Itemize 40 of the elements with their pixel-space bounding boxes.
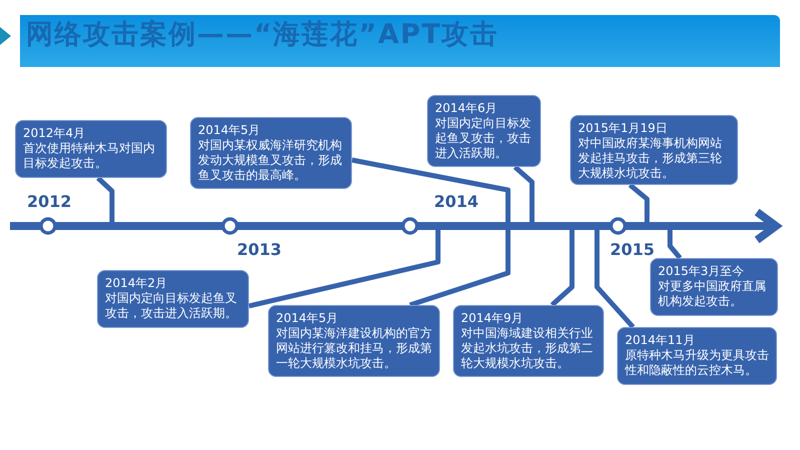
event-date: 2014年5月 bbox=[198, 123, 262, 138]
leader-line bbox=[409, 227, 510, 308]
event-callout bbox=[268, 305, 440, 377]
event-callout bbox=[15, 120, 167, 178]
event-description: 对国内某海洋建设机构的官方网站进行篡改和挂马，形成第一轮大规模水坑攻击。 bbox=[276, 326, 432, 371]
event-date: 2014年5月 bbox=[276, 311, 340, 326]
event-callout bbox=[190, 117, 352, 189]
event-date: 2015年1月19日 bbox=[578, 121, 668, 136]
event-callout bbox=[427, 95, 541, 167]
event-date: 2014年2月 bbox=[105, 276, 168, 291]
event-callout bbox=[650, 258, 778, 316]
event-description: 对国内某权威海洋研究机构发动大规模鱼叉攻击，形成鱼叉攻击的最高峰。 bbox=[198, 138, 343, 183]
leader-line bbox=[352, 158, 510, 225]
leader-line bbox=[594, 227, 635, 329]
event-callout bbox=[453, 305, 604, 377]
event-date: 2014年11月 bbox=[625, 333, 696, 348]
event-description: 原特种木马升级为更具攻击性和隐蔽性的云控木马。 bbox=[625, 348, 769, 378]
event-description: 首次使用特种木马对国内目标发起攻击。 bbox=[23, 141, 156, 171]
leader-line bbox=[513, 165, 534, 225]
leader-line bbox=[628, 183, 650, 225]
event-date: 2014年6月 bbox=[435, 101, 498, 116]
event-description: 对更多中国政府直属机构发起攻击。 bbox=[658, 279, 767, 309]
event-description: 对中国政府某海事机构网站发起挂马攻击，形成第三轮大规模水坑攻击。 bbox=[578, 136, 723, 181]
event-date: 2012年4月 bbox=[23, 126, 86, 141]
leader-line bbox=[668, 227, 682, 260]
event-callout bbox=[570, 115, 738, 185]
leader-line bbox=[550, 227, 574, 307]
leader-line bbox=[96, 176, 114, 225]
event-description: 对国内定向目标发起鱼叉攻击，攻击进入活跃期。 bbox=[105, 291, 238, 321]
leader-line bbox=[248, 227, 440, 308]
event-description: 对国内定向目标发起鱼叉攻击，攻击进入活跃期。 bbox=[435, 116, 532, 161]
year-label: 2015 bbox=[610, 240, 655, 260]
year-label: 2014 bbox=[434, 192, 479, 212]
event-date: 2014年9月 bbox=[461, 311, 524, 326]
event-date: 2015年3月至今 bbox=[658, 264, 746, 279]
year-label: 2012 bbox=[27, 192, 72, 212]
year-label: 2013 bbox=[237, 240, 282, 260]
event-callout bbox=[97, 270, 249, 328]
event-callout bbox=[617, 327, 777, 385]
event-description: 对中国海域建设相关行业发起水坑攻击，形成第二轮大规模水坑攻击。 bbox=[461, 326, 594, 371]
